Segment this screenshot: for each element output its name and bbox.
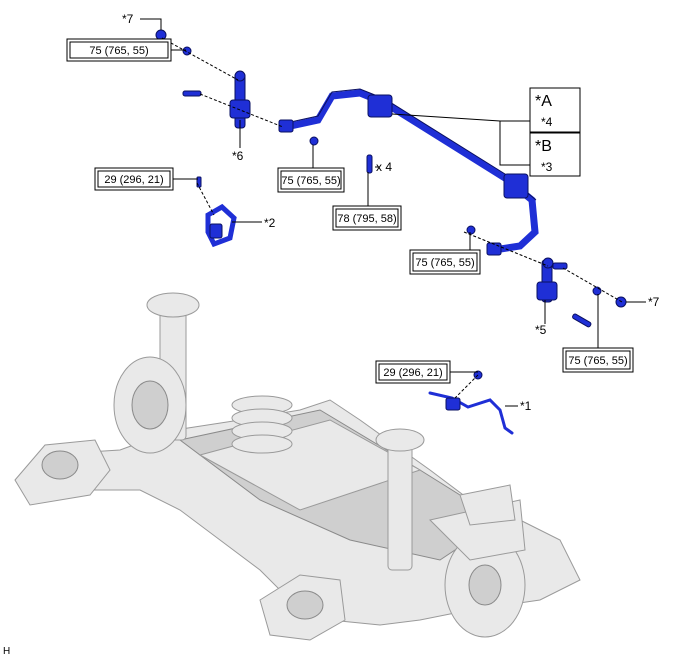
bolt-quantity: x 4	[376, 160, 392, 174]
callout-5: *5	[535, 323, 547, 337]
torque-value: 75 (765, 55)	[415, 257, 474, 269]
torque-box-top-left: 75 (765, 55)	[66, 38, 172, 62]
fasteners	[155, 29, 627, 380]
legend-a-letter: *A	[535, 93, 552, 110]
callout-1: *1	[520, 399, 532, 413]
coil-spring	[231, 395, 293, 454]
torque-value: 78 (795, 58)	[337, 213, 396, 225]
torque-box-right-mid: 75 (765, 55)	[409, 249, 481, 275]
torque-box-right-low: 75 (765, 55)	[562, 347, 634, 373]
legend-box-a: *A *4	[529, 87, 581, 133]
torque-value: 29 (296, 21)	[383, 367, 442, 379]
rear-suspension-frame	[14, 292, 581, 641]
exploded-dashed-lines	[161, 37, 623, 399]
stabilizer-link-left	[229, 70, 251, 129]
harness-part-1	[428, 391, 514, 435]
stabilizer-link-right	[536, 257, 568, 303]
torque-box-29-lower: 29 (296, 21)	[375, 360, 451, 384]
torque-box-78: 78 (795, 58)	[332, 205, 402, 231]
torque-box-29-upper: 29 (296, 21)	[94, 167, 174, 191]
torque-value: 75 (765, 55)	[568, 355, 627, 367]
callout-7-top: *7	[122, 12, 134, 26]
torque-value: 75 (765, 55)	[281, 175, 340, 187]
torque-value: 75 (765, 55)	[89, 45, 148, 57]
callout-2: *2	[264, 216, 276, 230]
leader-lines	[140, 18, 646, 407]
legend-b-number: *3	[541, 160, 553, 174]
figure-code: H	[3, 646, 10, 657]
stabilizer-bar	[278, 88, 539, 256]
bracket-part-2	[205, 203, 237, 248]
torque-box-mid: 75 (765, 55)	[277, 167, 345, 193]
callout-7-right: *7	[648, 295, 660, 309]
legend-b-letter: *B	[535, 138, 552, 155]
legend-a-number: *4	[541, 115, 553, 129]
torque-value: 29 (296, 21)	[104, 174, 163, 186]
callout-6: *6	[232, 149, 244, 163]
legend-box-b: *B *3	[529, 132, 581, 177]
